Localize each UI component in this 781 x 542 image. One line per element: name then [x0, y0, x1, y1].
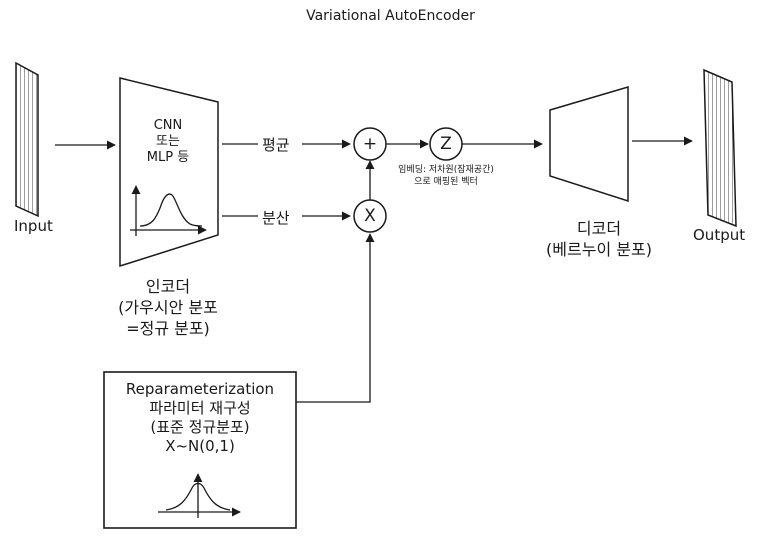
mean-label: 평균 [262, 136, 290, 154]
reparam-line: X~N(0,1) [165, 437, 235, 455]
embedding-line: 으로 매핑된 벡터 [414, 177, 478, 187]
z-symbol: Z [440, 134, 452, 154]
reparam-line: 파라미터 재구성 [149, 399, 251, 417]
embedding-caption: 임베딩: 저차원(잠재공간) 으로 매핑된 벡터 [376, 164, 516, 188]
decoder-block [549, 85, 629, 203]
output-data-block [703, 68, 737, 228]
encoder-block [119, 77, 219, 268]
encoder-line: CNN [153, 118, 183, 133]
decoder-title: 디코더 (베르누이 분포) [514, 218, 684, 260]
encoder-title-line: 인코더 [145, 277, 191, 296]
encoder-title-line: =정규 분포) [126, 319, 210, 338]
reparam-text: Reparameterization 파라미터 재구성 (표준 정규분포) X~… [106, 380, 294, 456]
decoder-title-line: (베르누이 분포) [546, 240, 652, 259]
standard-normal-plot [158, 473, 241, 518]
diagram-title: Variational AutoEncoder [306, 8, 475, 24]
input-label: Input [14, 217, 53, 235]
encoder-line: MLP 등 [146, 150, 190, 165]
reparam-line: Reparameterization [125, 380, 275, 398]
encoder-architecture-text: CNN 또는 MLP 등 [128, 118, 208, 166]
reparam-box [103, 371, 297, 529]
reparam-connector [296, 233, 375, 403]
encoder-line: 또는 [156, 134, 180, 149]
embedding-line: 임베딩: 저차원(잠재공간) [398, 165, 494, 175]
input-data-block [15, 61, 39, 218]
output-label: Output [693, 226, 746, 244]
encoder-gaussian-plot [130, 185, 207, 236]
encoder-title: 인코더 (가우시안 분포 =정규 분포) [88, 276, 248, 339]
encoder-title-line: (가우시안 분포 [118, 298, 218, 317]
variance-label: 분산 [262, 209, 290, 227]
decoder-title-line: 디코더 [576, 219, 622, 238]
multiply-symbol: X [364, 206, 376, 226]
reparam-line: (표준 정규분포) [150, 418, 250, 436]
plus-symbol: + [362, 134, 378, 154]
